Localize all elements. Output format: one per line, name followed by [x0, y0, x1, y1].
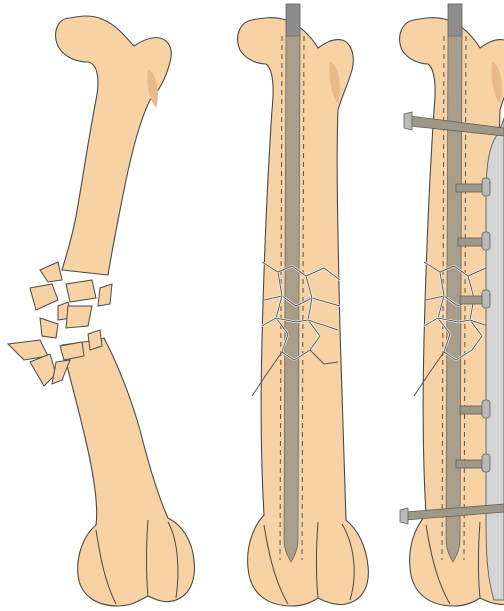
rod-cap	[448, 4, 462, 38]
upper-femur-fragment	[56, 16, 172, 275]
screw-head	[404, 112, 412, 130]
screw-head	[400, 508, 408, 524]
rod-cap	[286, 4, 300, 38]
lower-femur-fragment	[62, 338, 194, 606]
femur-outline	[238, 18, 369, 606]
panel-fractured-bone	[8, 16, 194, 606]
panel-nail-and-plate	[400, 4, 504, 606]
panel-intramedullary-nail	[238, 4, 369, 606]
